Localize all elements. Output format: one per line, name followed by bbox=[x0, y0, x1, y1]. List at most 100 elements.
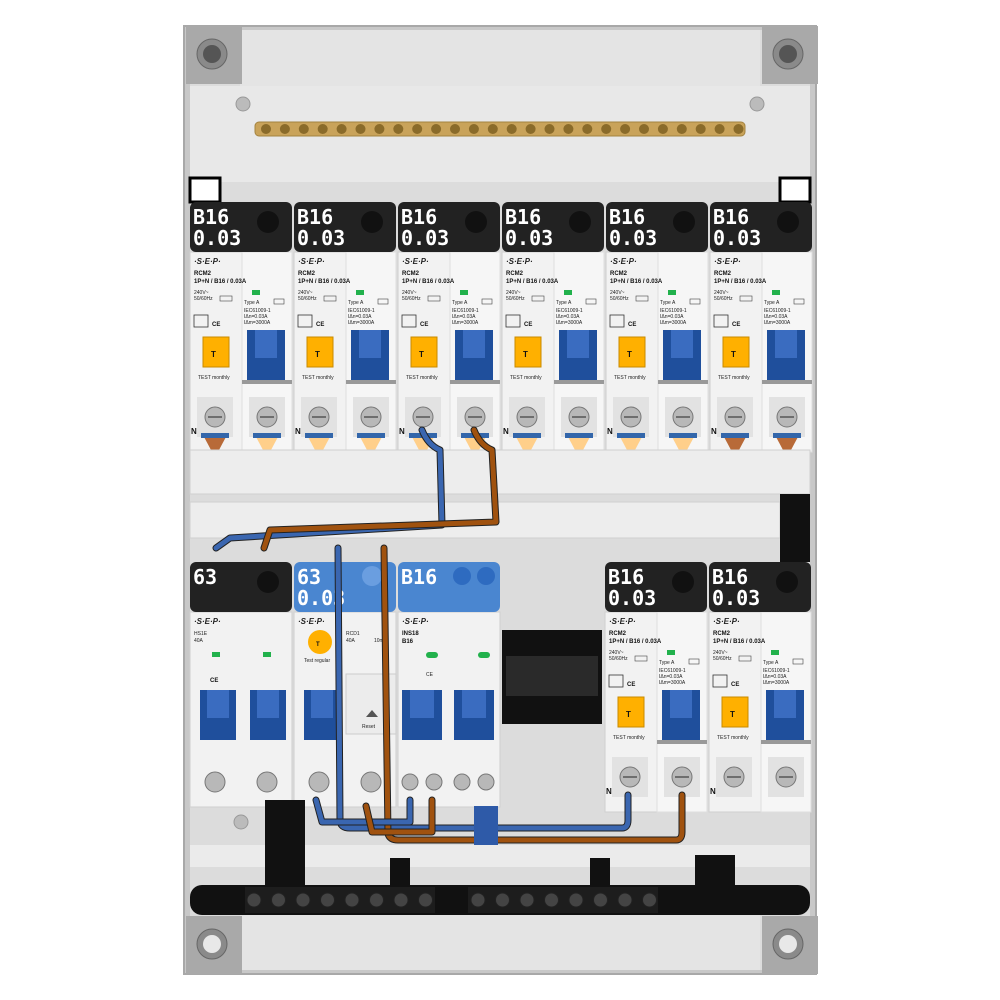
main-switch-current: 40A bbox=[194, 638, 204, 644]
rcbo-label-screw bbox=[777, 211, 799, 233]
rcbo-sensitivity: 0.03 bbox=[297, 226, 345, 250]
wire-ferrule bbox=[253, 433, 281, 438]
din-rail-support bbox=[390, 858, 410, 890]
rcbo-lever-handle bbox=[670, 690, 692, 718]
corner-screw-hole bbox=[779, 935, 797, 953]
terminal-screw bbox=[204, 771, 226, 793]
rcbo-brand: ·S·E·P· bbox=[610, 257, 637, 266]
reset-arrow-icon bbox=[366, 710, 378, 717]
rcbo-rating: B16 bbox=[401, 205, 437, 229]
led bbox=[212, 652, 220, 657]
isolator-label bbox=[398, 562, 500, 612]
rcbo-stamp bbox=[738, 655, 752, 662]
rcbo-icn: IΔm=3000A bbox=[556, 320, 583, 326]
rcbo-label-screw bbox=[569, 211, 591, 233]
test-button-label: T bbox=[731, 350, 736, 359]
rcbo-stamp bbox=[793, 298, 805, 305]
rcbo-ce-mark: CE bbox=[627, 682, 635, 688]
isolator-brand: ·S·E·P· bbox=[402, 617, 429, 626]
rcbo-idn: IΔn=0.03A bbox=[348, 314, 372, 320]
rcbo-lever-handle bbox=[567, 330, 589, 358]
rcbo-icn: IΔm=3000A bbox=[348, 320, 375, 326]
rcbo-lever-handle bbox=[463, 330, 485, 358]
main-switch-rating: 63 bbox=[193, 565, 217, 589]
corner-screw-hole bbox=[779, 45, 797, 63]
neutral-bar-screw bbox=[418, 892, 433, 908]
live-feed-wire bbox=[381, 545, 685, 843]
rcbo-brand: ·S·E·P· bbox=[194, 257, 221, 266]
terminal-screw bbox=[425, 773, 443, 791]
rcbo-rating: B16 bbox=[712, 565, 748, 589]
rcd-link-wire bbox=[363, 797, 435, 835]
lever-handle bbox=[257, 690, 279, 718]
busbar-screw bbox=[450, 124, 460, 134]
rcbo-rating: B16 bbox=[608, 565, 644, 589]
rcbo-brand: ·S·E·P· bbox=[506, 257, 533, 266]
rcd-idn: 10mA bbox=[374, 638, 388, 644]
rcbo-freq: 50/60Hz bbox=[610, 296, 629, 302]
busbar-screw bbox=[601, 124, 612, 134]
neutral-bar-screw bbox=[593, 892, 608, 908]
neutral-bar-screw bbox=[246, 892, 262, 908]
rcbo-led bbox=[252, 290, 260, 295]
rcbo-std: IEC61009-1 bbox=[244, 308, 271, 314]
rcbo-label-screw bbox=[776, 571, 798, 593]
rcbo-voltage: 240V~ bbox=[298, 290, 313, 296]
label-screw bbox=[453, 567, 471, 585]
neutral-bar-screw bbox=[617, 892, 633, 908]
wire-stub bbox=[203, 435, 227, 450]
test-button-label: T bbox=[523, 350, 528, 359]
busbar-screw bbox=[317, 124, 328, 134]
test-button-label: T bbox=[315, 350, 320, 359]
neutral-bar-screw bbox=[393, 892, 409, 908]
rcbo-idn: IΔn=0.03A bbox=[660, 314, 684, 320]
rcbo-brand: ·S·E·P· bbox=[713, 617, 740, 626]
rcbo-idn: IΔn=0.03A bbox=[764, 314, 788, 320]
rcd-reset-label: Reset bbox=[362, 724, 376, 730]
rcbo-led bbox=[668, 290, 676, 295]
wire-stub bbox=[619, 435, 643, 450]
rcbo-led bbox=[771, 650, 779, 655]
wire-ferrule bbox=[565, 433, 593, 438]
test-caption: TEST monthly bbox=[198, 375, 230, 381]
rcbo-lever-handle bbox=[775, 330, 797, 358]
kema-mark bbox=[401, 314, 417, 328]
busbar-screw bbox=[336, 124, 347, 134]
rcbo-model: RCM2 bbox=[298, 271, 316, 277]
rcbo-led bbox=[772, 290, 780, 295]
rcbo-spec: 1P+N / B16 / 0.03A bbox=[402, 279, 455, 285]
rcbo-sensitivity: 0.03 bbox=[713, 226, 761, 250]
rcbo-stamp bbox=[634, 655, 648, 662]
label-screw bbox=[257, 571, 279, 593]
isolator-rating: B16 bbox=[401, 565, 437, 589]
test-caption: TEST monthly bbox=[406, 375, 438, 381]
neutral-label: N bbox=[607, 427, 613, 436]
rcbo-spec: 1P+N / B16 / 0.03A bbox=[713, 639, 766, 645]
cover-strip bbox=[189, 449, 811, 495]
test-button bbox=[410, 336, 438, 368]
terminal-screw bbox=[401, 773, 419, 791]
rcbo-std: IEC61009-1 bbox=[348, 308, 375, 314]
rcbo-stamp bbox=[531, 295, 545, 302]
busbar-screw bbox=[714, 124, 725, 134]
rcbo-icn: IΔm=3000A bbox=[763, 680, 790, 686]
rcbo-stamp bbox=[377, 298, 389, 305]
rcbo-brand: ·S·E·P· bbox=[298, 257, 325, 266]
rcbo-stamp bbox=[427, 295, 441, 302]
neutral-label: N bbox=[191, 427, 197, 436]
rcbo-label-screw bbox=[257, 211, 279, 233]
test-button bbox=[722, 336, 750, 368]
rcbo-spec: 1P+N / B16 / 0.03A bbox=[609, 639, 662, 645]
rcbo-ce-mark: CE bbox=[524, 322, 532, 328]
rcbo-stamp bbox=[792, 658, 804, 665]
rcbo-idn: IΔn=0.03A bbox=[452, 314, 476, 320]
rcbo-sensitivity: 0.03 bbox=[608, 586, 656, 610]
rcbo-sensitivity: 0.03 bbox=[712, 586, 760, 610]
test-caption: TEST monthly bbox=[718, 375, 750, 381]
